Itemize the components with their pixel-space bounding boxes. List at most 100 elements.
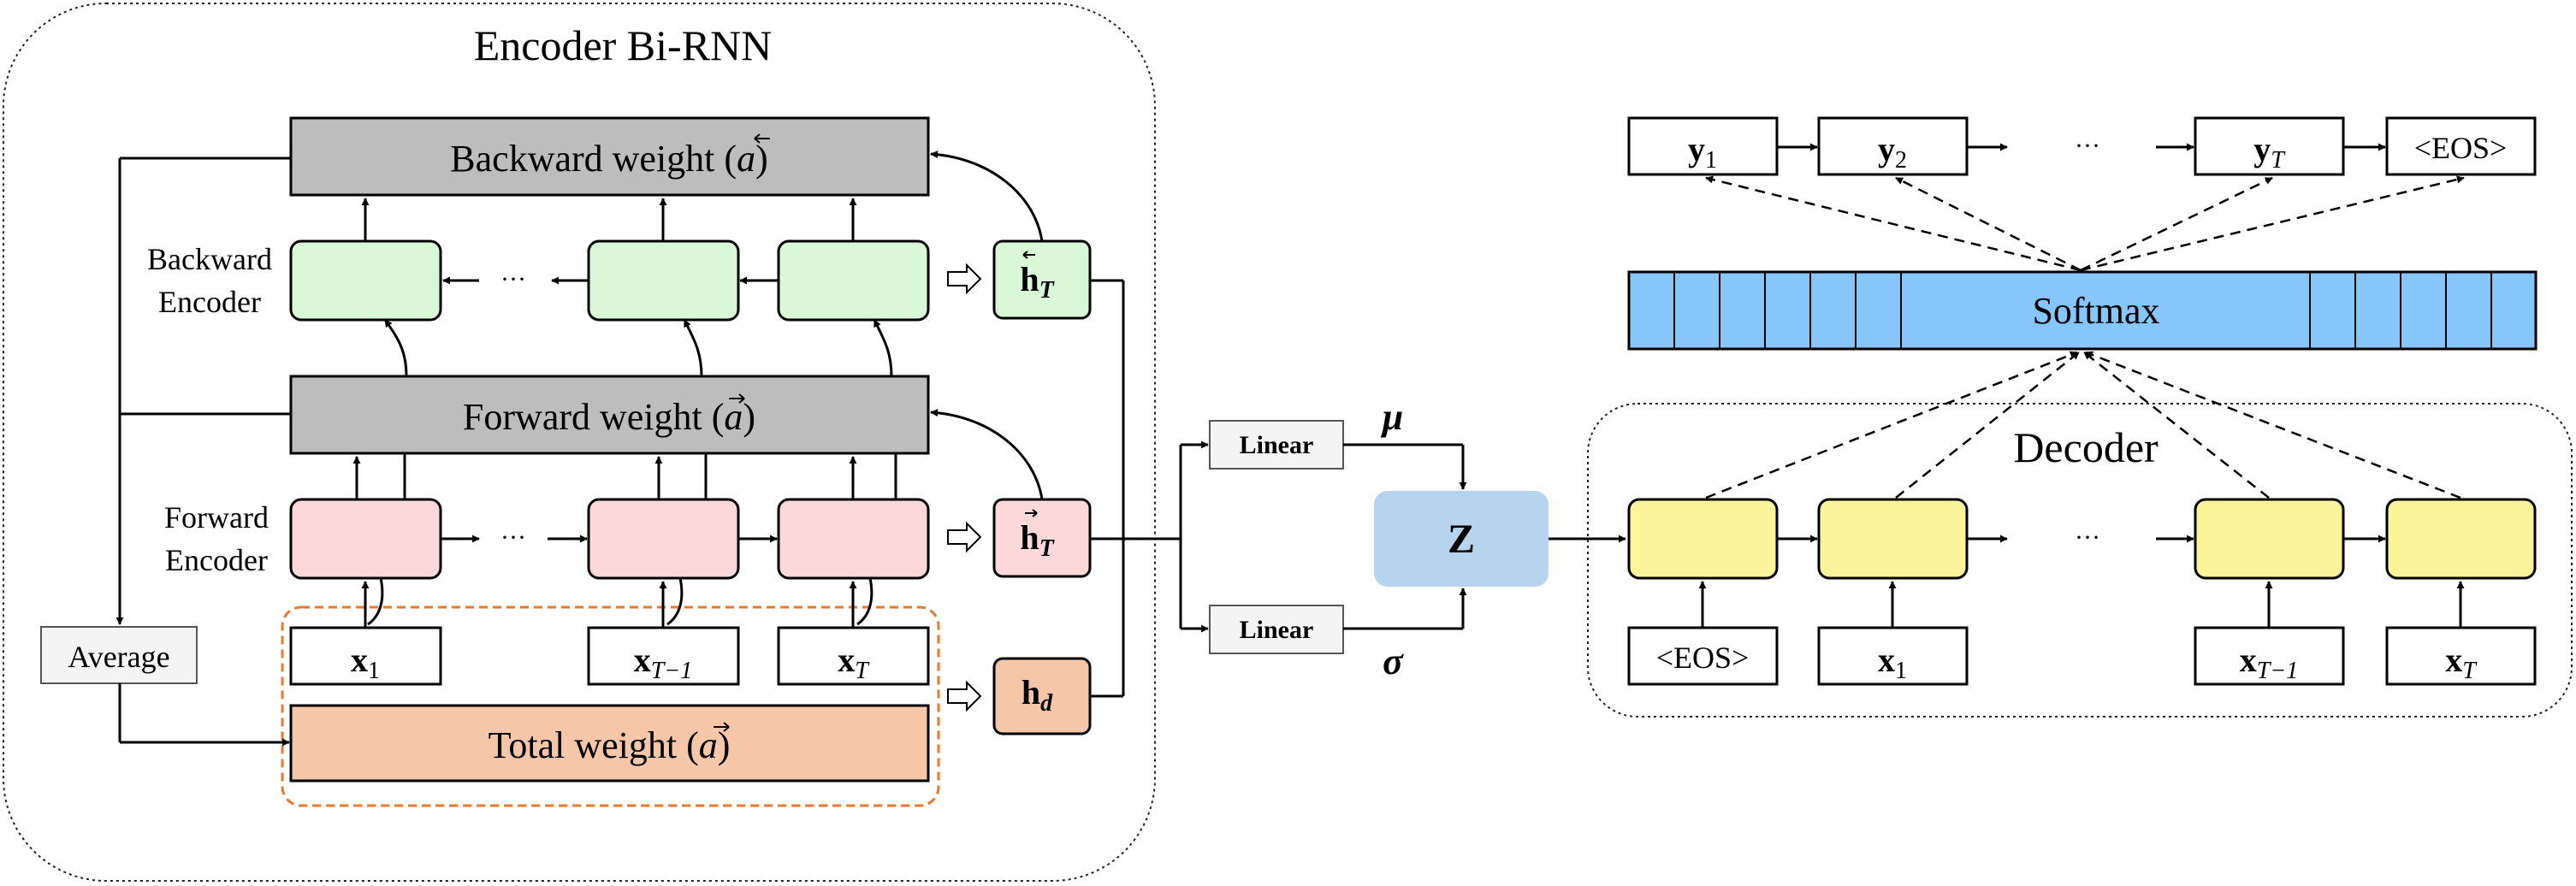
encoder-input-sub: T [855,658,870,684]
encoder-input-label: xT [838,641,870,684]
total-weight-text: Total weight ( [489,724,699,766]
backward-weight-box [289,116,930,197]
linear-bottom-label: Linear [1240,616,1314,644]
forward-ellipsis: ··· [500,523,526,552]
softmax-box [1627,270,2538,351]
decoder-output-label: yT [2253,130,2286,174]
average-box [40,626,198,684]
decoder-input-sub: 1 [1895,658,1907,684]
decoder-input-sub: T−1 [2257,658,2298,684]
decoder-output-base: y [1688,130,1705,168]
average-label: Average [68,640,169,674]
linear-top-box [1209,420,1344,470]
forward-weight-text: Forward weight ( [463,396,725,438]
z-box [1374,491,1549,587]
decoder-cell [1627,498,1779,580]
z-label: Z [1448,517,1475,562]
backward-weight-symbol: a [737,138,755,180]
decoder-output-sub: T [2271,147,2286,174]
input-group-dashed-box [281,605,940,807]
decoder-output-sub: 1 [1705,147,1717,174]
decoder-cell [2385,498,2537,580]
backward-weight-text: Backward weight ( [450,138,737,180]
forward-weight-close: ) [743,396,755,438]
encoder-input-box [587,626,740,686]
total-arrow-over-a [714,722,730,732]
backward-cell [587,239,740,322]
forward-cell [777,498,930,580]
decoder-cell [1817,498,1969,580]
decoder-input-base: <EOS> [1656,641,1750,675]
h-forward-label: hT [1020,518,1055,562]
decoder-output-box [1627,116,1779,176]
decoder-output-box [1817,116,1969,176]
decoder-ellipsis: ··· [2075,523,2100,552]
backward-weight-close: ) [755,138,768,180]
h-d-base: h [1022,673,1040,712]
linear-top-label: Linear [1240,431,1314,459]
softmax-dividers [1673,272,2492,349]
decoder-input-box [2194,626,2345,686]
decoder-cell [2194,498,2345,580]
forward-arrow-over-a [729,393,745,404]
forward-encoder-label-1: Forward [164,500,269,535]
decoder-input-base: x [1878,641,1895,679]
h-backward-label: hT [1020,260,1055,304]
h-forward-arrow-accent [1025,509,1038,517]
h-d-label: hd [1022,673,1053,717]
backward-encoder-label-2: Encoder [158,285,261,319]
encoder-input-base: x [351,641,368,679]
total-weight-box [289,704,930,783]
decoder-output-ellipsis: ··· [2075,132,2100,160]
decoder-output-base: <EOS> [2414,131,2508,165]
decoder-title: Decoder [2013,423,2159,471]
softmax-label: Softmax [2032,290,2159,332]
h-forward-sub: T [1039,535,1056,562]
backward-ellipsis: ··· [500,265,526,293]
softmax-output-arrows [1705,175,2465,272]
decoder-input-label: <EOS> [1656,641,1750,675]
encoder-input-sub: T−1 [651,658,692,684]
forward-weight-box [289,375,930,455]
decoder-softmax-arrows [1705,351,2461,499]
h-d-sub: d [1040,690,1053,717]
decoder-output-box [2385,116,2537,176]
decoder-input-label: xT−1 [2240,641,2298,684]
backward-arrow-over-a [754,133,770,144]
decoder-output-sub: 2 [1895,147,1907,174]
decoder-input-base: x [2240,641,2257,679]
decoder-input-box [2385,626,2537,686]
total-weight-close: ) [718,724,731,766]
backward-weight-label: Backward weight (a) [450,138,767,180]
decoder-output-label: <EOS> [2414,131,2508,165]
encoder-container [3,3,1156,882]
forward-cell [289,498,442,580]
encoder-title: Encoder Bi-RNN [474,21,773,69]
decoder-output-label: y2 [1878,130,1907,174]
decoder-input-base: x [2445,641,2462,679]
total-weight-label: Total weight (a) [489,724,731,766]
decoder-input-sub: T [2462,658,2478,684]
decoder-output-label: y1 [1688,130,1717,174]
mu-label: μ [1381,396,1403,438]
forward-encoder-label-2: Encoder [165,543,268,577]
forward-weight-symbol: a [724,396,743,438]
decoder-input-box [1817,626,1969,686]
encoder-input-label: xT−1 [634,641,692,684]
h-backward-base: h [1020,260,1039,298]
decoder-container [1587,403,2573,718]
encoder-input-base: x [838,641,855,679]
encoder-input-base: x [634,641,651,679]
decoder-output-base: y [2253,130,2271,168]
decoder-input-box [1627,626,1779,686]
h-forward-base: h [1020,518,1039,557]
decoder-input-label: x1 [1878,641,1907,684]
backward-cell [777,239,930,322]
encoder-input-sub: 1 [368,658,380,684]
backward-cell [289,239,442,322]
h-backward-sub: T [1039,277,1056,304]
forward-cell [587,498,740,580]
h-backward-arrow-accent [1022,251,1035,259]
decoder-output-base: y [1878,130,1895,168]
